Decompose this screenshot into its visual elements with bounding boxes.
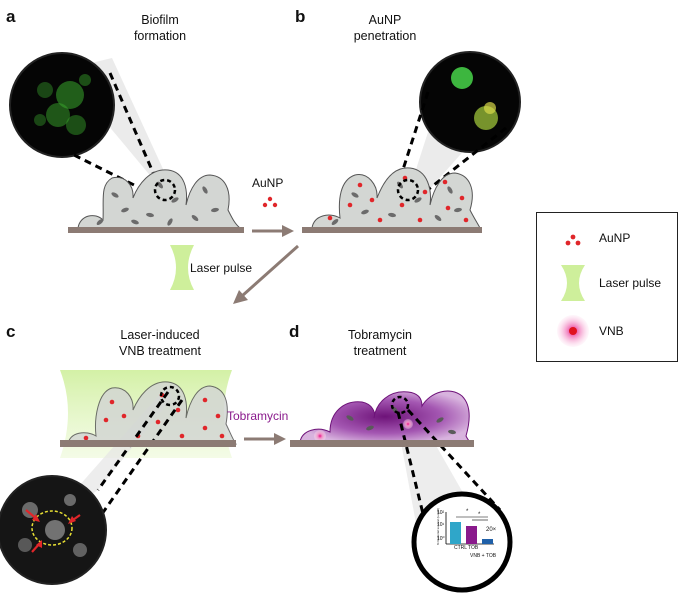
inset-ytick-2: 10² <box>437 510 445 516</box>
substrate-a <box>68 227 244 233</box>
panel-d <box>290 390 513 593</box>
legend-label-laser: Laser pulse <box>599 276 662 290</box>
grey-fluorescence-c <box>18 494 87 557</box>
bar-tob <box>466 526 477 544</box>
red-arrows <box>25 509 81 553</box>
bar-vnb-tob <box>482 539 493 544</box>
bacteria-b <box>331 181 462 225</box>
legend: AuNP Laser pulse VNB <box>536 212 678 362</box>
panel-letter-a: a <box>6 7 16 26</box>
aunp-arrow-label: AuNP <box>252 176 284 190</box>
panel-a <box>9 52 244 233</box>
bacteria-a <box>96 181 219 226</box>
panel-letter-b: b <box>295 7 306 26</box>
green-cluster <box>451 67 473 89</box>
vnb-outline <box>31 510 73 546</box>
aunp-particles-b <box>327 175 469 223</box>
inset-cat-tob: TOB <box>468 545 479 551</box>
tobramycin-label: Tobramycin <box>227 409 289 423</box>
panel-b-title: AuNP penetration <box>335 12 435 44</box>
panel-b-title-line1: AuNP <box>368 13 402 27</box>
panel-letter-c: c <box>6 322 16 341</box>
legend-label-vnb: VNB <box>599 324 624 338</box>
vnb-bubble-d1 <box>314 430 326 442</box>
panel-a-title-line1: Biofilm <box>141 13 179 27</box>
panel-letter-d: d <box>289 322 300 341</box>
zoom-line-d1 <box>396 411 429 531</box>
panel-a-title: Biofilm formation <box>110 12 210 44</box>
zoom-spot-a <box>153 178 177 202</box>
zoom-spot-d <box>390 395 410 415</box>
laser-pulse-label: Laser pulse <box>190 261 253 275</box>
aunp-particles-c <box>83 392 225 441</box>
panel-c-title: Laser-induced VNB treatment <box>95 327 225 359</box>
panel-b-title-line2: penetration <box>353 29 417 43</box>
panel-c-title-line2: VNB treatment <box>119 344 201 358</box>
chart-inset-d <box>411 491 513 593</box>
inset-signif-1: * <box>466 509 469 515</box>
substrate-d <box>290 440 474 447</box>
vnb-core <box>569 327 577 335</box>
panel-d-title-line1: Tobramycin <box>348 328 412 342</box>
zoom-spot-b <box>396 178 420 202</box>
inset-ytick-1: 10¹ <box>437 522 445 528</box>
inset-cat-vnb-tob: VNB + TOB <box>470 553 497 559</box>
arrow-c-to-d <box>244 433 286 445</box>
zoom-spot-c <box>159 385 181 407</box>
laser-pulse-icon <box>170 245 194 290</box>
bar-ctrl <box>450 522 461 544</box>
aunp-dots-icon <box>262 196 278 208</box>
zoom-line-a2 <box>73 153 161 200</box>
inset-bar-chart <box>445 512 494 545</box>
yellow-spot <box>484 102 496 114</box>
inset-fold-label: 20× <box>486 527 497 533</box>
inset-cat-ctrl: CTRL <box>454 545 468 551</box>
legend-label-aunp: AuNP <box>599 231 631 245</box>
inset-ylabel: % bacterial survival (Log10) <box>436 507 440 545</box>
zoom-line-a1 <box>108 72 160 185</box>
panel-a-title-line2: formation <box>133 29 187 43</box>
inset-signif-2: * <box>478 512 481 518</box>
vnb-bubble-d2 <box>403 419 413 429</box>
zoom-line-b1 <box>396 91 430 186</box>
panel-c <box>0 370 237 586</box>
green-biofilm-fluorescence <box>34 74 91 135</box>
panel-d-title-line2: treatment <box>353 344 407 358</box>
panel-d-title: Tobramycin treatment <box>325 327 435 359</box>
legend-laser-icon <box>561 265 585 301</box>
panel-b <box>302 51 521 233</box>
panel-c-title-line1: Laser-induced <box>120 328 200 342</box>
arrow-a-to-b <box>252 225 294 237</box>
zoom-line-c2 <box>50 399 184 586</box>
substrate-b <box>302 227 482 233</box>
zoom-line-b2 <box>419 126 507 198</box>
zoom-line-d2 <box>406 408 502 512</box>
biofilm-b <box>311 167 481 229</box>
substrate-c <box>60 440 236 447</box>
inset-ytick-0: 10⁰ <box>437 536 445 542</box>
microscopy-inset-b <box>419 51 521 153</box>
arrow-b-to-c <box>233 244 299 304</box>
legend-aunp-icon <box>565 234 581 246</box>
